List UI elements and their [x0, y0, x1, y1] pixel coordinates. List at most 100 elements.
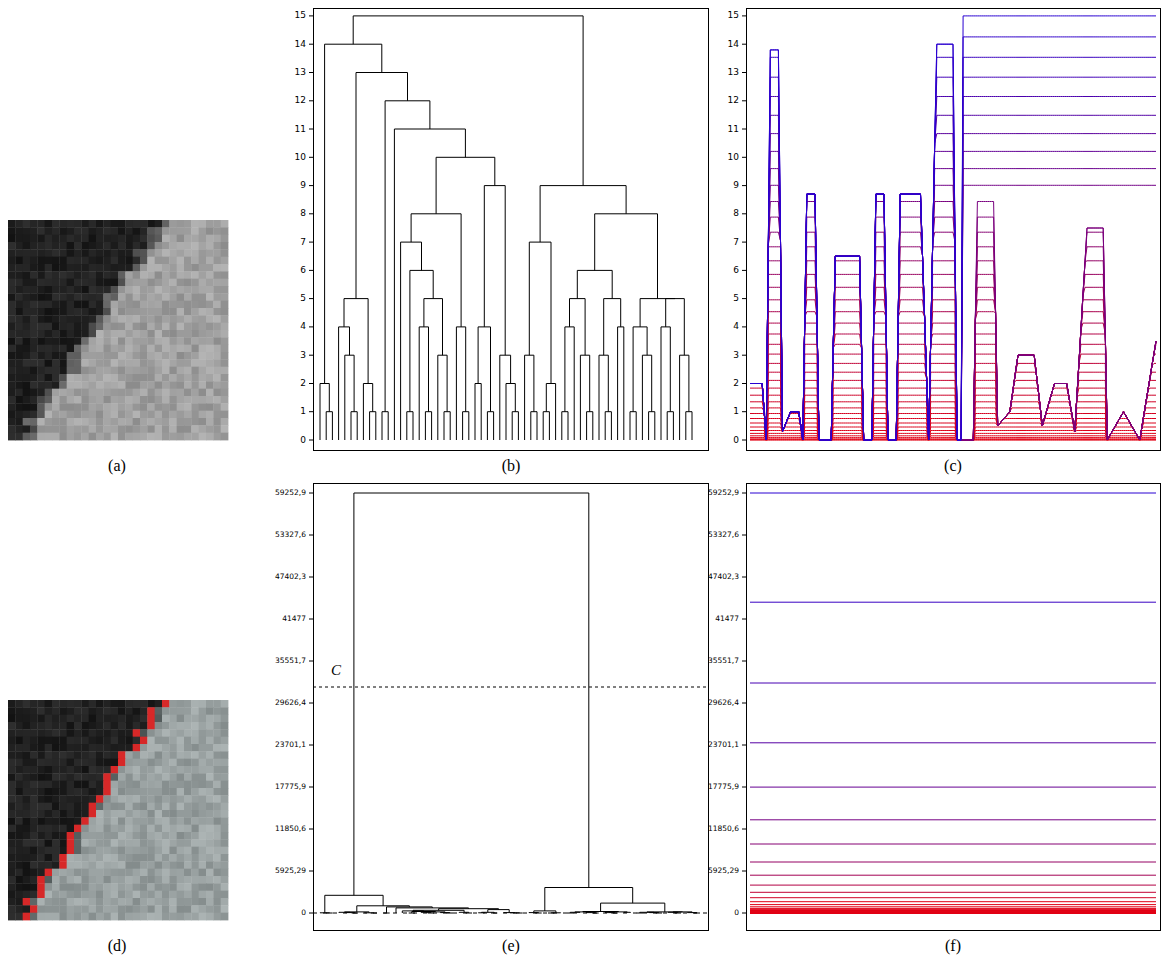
panel-rect: [8, 722, 16, 730]
panel-rect: [111, 832, 119, 840]
panel-rect: [23, 876, 31, 884]
panel-rect: [162, 803, 170, 811]
panel-rect: [103, 737, 111, 745]
panel-rect: [52, 883, 60, 891]
panel-rect: [155, 242, 163, 250]
panel-rect: [147, 367, 155, 375]
panel-rect: [213, 773, 221, 781]
plot-line: [353, 15, 583, 16]
panel-rect: [221, 227, 229, 235]
panel-rect: [96, 374, 104, 382]
panel-rect: [147, 781, 155, 789]
panel-rect: [81, 389, 89, 397]
panel-rect: [213, 766, 221, 774]
panel-rect: [30, 766, 38, 774]
panel-rect: [23, 249, 31, 257]
panel-rect: [81, 810, 89, 818]
panel-rect: [74, 264, 82, 272]
panel-rect: [169, 293, 177, 301]
panel-rect: [133, 374, 141, 382]
panel-rect: [206, 367, 214, 375]
panel-rect: [206, 861, 214, 869]
panel-rect: [191, 367, 199, 375]
panel-rect: [74, 425, 82, 433]
panel-rect: [169, 308, 177, 316]
panel-rect: [59, 737, 67, 745]
panel-rect: [45, 374, 53, 382]
panel-rect: [74, 315, 82, 323]
panel-rect: [147, 374, 155, 382]
panel-rect: [169, 330, 177, 338]
panel-rect: [213, 425, 221, 433]
panel-rect: [74, 359, 82, 367]
panel-rect: [89, 839, 97, 847]
panel-rect: [199, 839, 207, 847]
panel-rect: [67, 418, 75, 426]
panel-rect: [147, 832, 155, 840]
panel-rect: [133, 876, 141, 884]
panel-rect: [59, 403, 67, 411]
panel-rect: [147, 891, 155, 899]
panel-rect: [111, 876, 119, 884]
panel-rect: [81, 381, 89, 389]
plot-line: [444, 412, 445, 440]
panel-rect: [81, 323, 89, 331]
panel-rect: [162, 367, 170, 375]
panel-rect: [37, 744, 45, 752]
panel-rect: [30, 323, 38, 331]
panel-rect: [191, 847, 199, 855]
panel-rect: [111, 898, 119, 906]
panel-rect: [37, 773, 45, 781]
panel-rect: [15, 323, 23, 331]
panel-rect: [147, 869, 155, 877]
panel-rect: [140, 722, 148, 730]
panel-rect: [125, 389, 133, 397]
panel-rect: [45, 425, 53, 433]
panel-rect: [89, 257, 97, 265]
panel-rect: [74, 905, 82, 913]
panel-rect: [221, 876, 229, 884]
panel-rect: [169, 839, 177, 847]
panel-rect: [15, 367, 23, 375]
panel-rect: [37, 715, 45, 723]
panel-rect: [147, 795, 155, 803]
panel-rect: [177, 235, 185, 243]
panel-rect: [191, 235, 199, 243]
panel-rect: [199, 425, 207, 433]
panel-rect: [67, 700, 75, 708]
panel-rect: [103, 913, 111, 921]
panel-rect: [155, 788, 163, 796]
panel-rect: [191, 773, 199, 781]
panel-rect: [52, 905, 60, 913]
panel-rect: [15, 315, 23, 323]
panel-rect: [103, 293, 111, 301]
panel-rect: [221, 817, 229, 825]
panel-rect: [52, 381, 60, 389]
panel-rect: [206, 425, 214, 433]
panel-rect: [30, 301, 38, 309]
panel-rect: [221, 803, 229, 811]
panel-rect: [59, 257, 67, 265]
panel-rect: [52, 700, 60, 708]
panel-rect: [169, 359, 177, 367]
panel-rect: [23, 345, 31, 353]
panel-rect: [140, 396, 148, 404]
panel-rect: [147, 861, 155, 869]
panel-rect: [169, 869, 177, 877]
panel-rect: [140, 418, 148, 426]
panel-rect: [199, 264, 207, 272]
plot-line: [478, 327, 479, 384]
panel-rect: [162, 729, 170, 737]
panel-rect: [74, 220, 82, 228]
panel-rect: [125, 759, 133, 767]
panel-rect: [23, 883, 31, 891]
panel-rect: [52, 737, 60, 745]
panel-rect: [15, 854, 23, 862]
panel-rect: [118, 264, 126, 272]
panel-rect: [52, 744, 60, 752]
panel-rect: [81, 425, 89, 433]
panel-rect: [184, 286, 192, 294]
panel-rect: [191, 271, 199, 279]
panel-rect: [213, 381, 221, 389]
panel-rect: [23, 729, 31, 737]
